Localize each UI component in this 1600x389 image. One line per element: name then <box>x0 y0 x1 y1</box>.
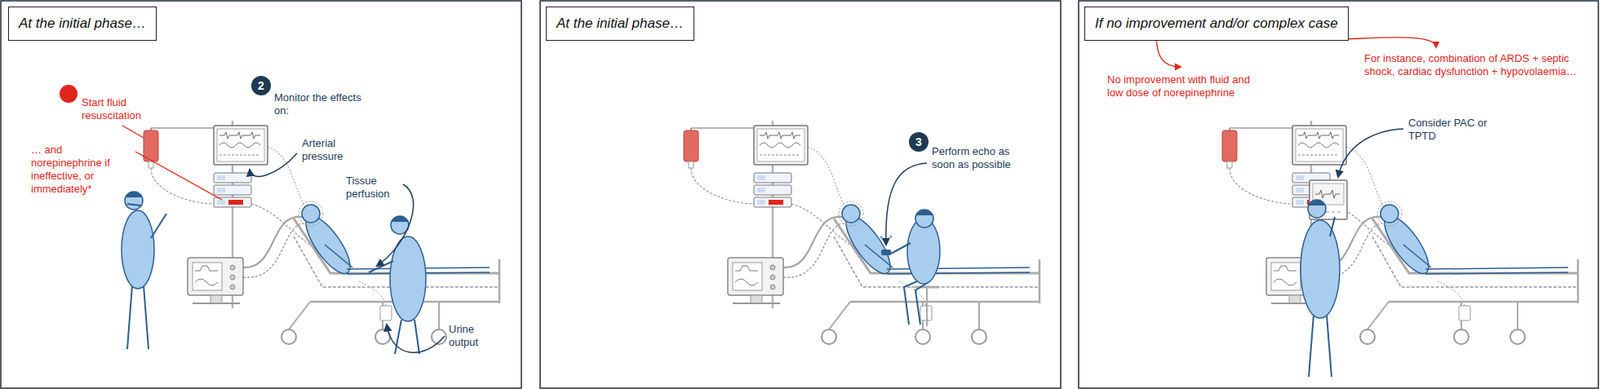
phase-header-box: If no improvement and/or complex case <box>1084 6 1349 41</box>
step-one-dot <box>59 84 78 103</box>
annotation-text: Start fluid resuscitation <box>81 96 156 123</box>
figure-leg <box>1308 314 1314 377</box>
callout-number: 2 <box>251 75 271 96</box>
icu-scene <box>143 120 500 345</box>
doctor-seated-figure <box>880 209 941 327</box>
annotation-text: For instance, combination of ARDS + sept… <box>1364 52 1593 79</box>
annotation-anchor: Monitor the effects on: <box>274 91 379 118</box>
annotation-anchor: No improvement with fluid and low dose o… <box>1107 73 1264 100</box>
figure-mask <box>127 203 141 206</box>
annotation-anchor: For instance, combination of ARDS + sept… <box>1364 52 1593 79</box>
header-text: If no improvement and/or complex case <box>1094 15 1339 32</box>
doctor-figure <box>368 216 426 355</box>
leader-line <box>135 151 222 200</box>
figure-body <box>1300 220 1340 319</box>
figure-leg <box>414 319 420 355</box>
device-wave <box>1315 190 1340 199</box>
icu-scene <box>1222 120 1578 345</box>
leader-arrow <box>386 324 445 353</box>
annotation-anchor: Arterial pressure <box>301 137 355 164</box>
figure-head <box>1307 199 1326 218</box>
header-text: At the initial phase… <box>18 15 147 32</box>
echo-signal <box>880 236 883 240</box>
leader-line <box>122 125 144 138</box>
annotation-text: No improvement with fluid and low dose o… <box>1107 73 1264 100</box>
annotation-anchor: … and norepinephrine if ineffective, or … <box>31 143 134 196</box>
doctor-figure <box>1300 199 1340 377</box>
annotation-text: Perform echo as soon as possible <box>931 145 1022 172</box>
figure-leg <box>143 285 149 350</box>
phase-header-box: At the initial phase… <box>8 6 157 41</box>
callout-number: 3 <box>908 132 929 152</box>
figure-cap <box>124 191 143 198</box>
annotation-anchor: Perform echo as soon as possible <box>931 145 1022 172</box>
figure-cap <box>1307 199 1326 206</box>
panel-frame <box>1078 0 1599 389</box>
annotation-text: Consider PAC or TPTD <box>1408 116 1494 143</box>
figure-arm <box>889 243 911 255</box>
callout-anchor: 2 <box>251 75 271 96</box>
figure-body <box>121 210 155 289</box>
panel-frame <box>540 0 1061 389</box>
figure-head <box>124 191 143 210</box>
figure-arm <box>150 213 167 239</box>
figure-arm <box>1329 217 1335 237</box>
annotation-text: Urine output <box>448 323 495 350</box>
annotation-text: … and norepinephrine if ineffective, or … <box>31 143 134 196</box>
header-text: At the initial phase… <box>556 15 684 32</box>
stool-leg <box>926 287 928 327</box>
annotation-anchor: Urine output <box>448 323 495 350</box>
figure-cap <box>915 209 934 216</box>
annotation-text: Tissue perfusion <box>345 174 400 201</box>
annotation-text: Arterial pressure <box>301 137 355 164</box>
leader-arrow <box>886 163 927 245</box>
figure-body <box>907 218 940 284</box>
icu-scene <box>683 120 1040 345</box>
figure-head <box>915 209 934 228</box>
annotation-anchor: Tissue perfusion <box>345 174 400 201</box>
panel-frame <box>0 0 522 389</box>
nurse-figure <box>121 191 167 350</box>
figure-cap <box>390 216 409 222</box>
leader-arrow <box>249 153 297 177</box>
echo-probe <box>881 249 891 256</box>
figure-leg <box>915 282 929 325</box>
phase-header-box: At the initial phase… <box>545 6 695 41</box>
figure-leg <box>127 285 133 350</box>
callout-anchor: 3 <box>908 132 929 152</box>
annotation-text: Monitor the effects on: <box>274 91 379 118</box>
annotation-anchor: Start fluid resuscitation <box>81 96 156 123</box>
figure-leg <box>1326 314 1332 377</box>
leader-arrow <box>1338 128 1404 178</box>
annotation-anchor: Consider PAC or TPTD <box>1408 116 1494 143</box>
echo-signal <box>890 235 893 239</box>
